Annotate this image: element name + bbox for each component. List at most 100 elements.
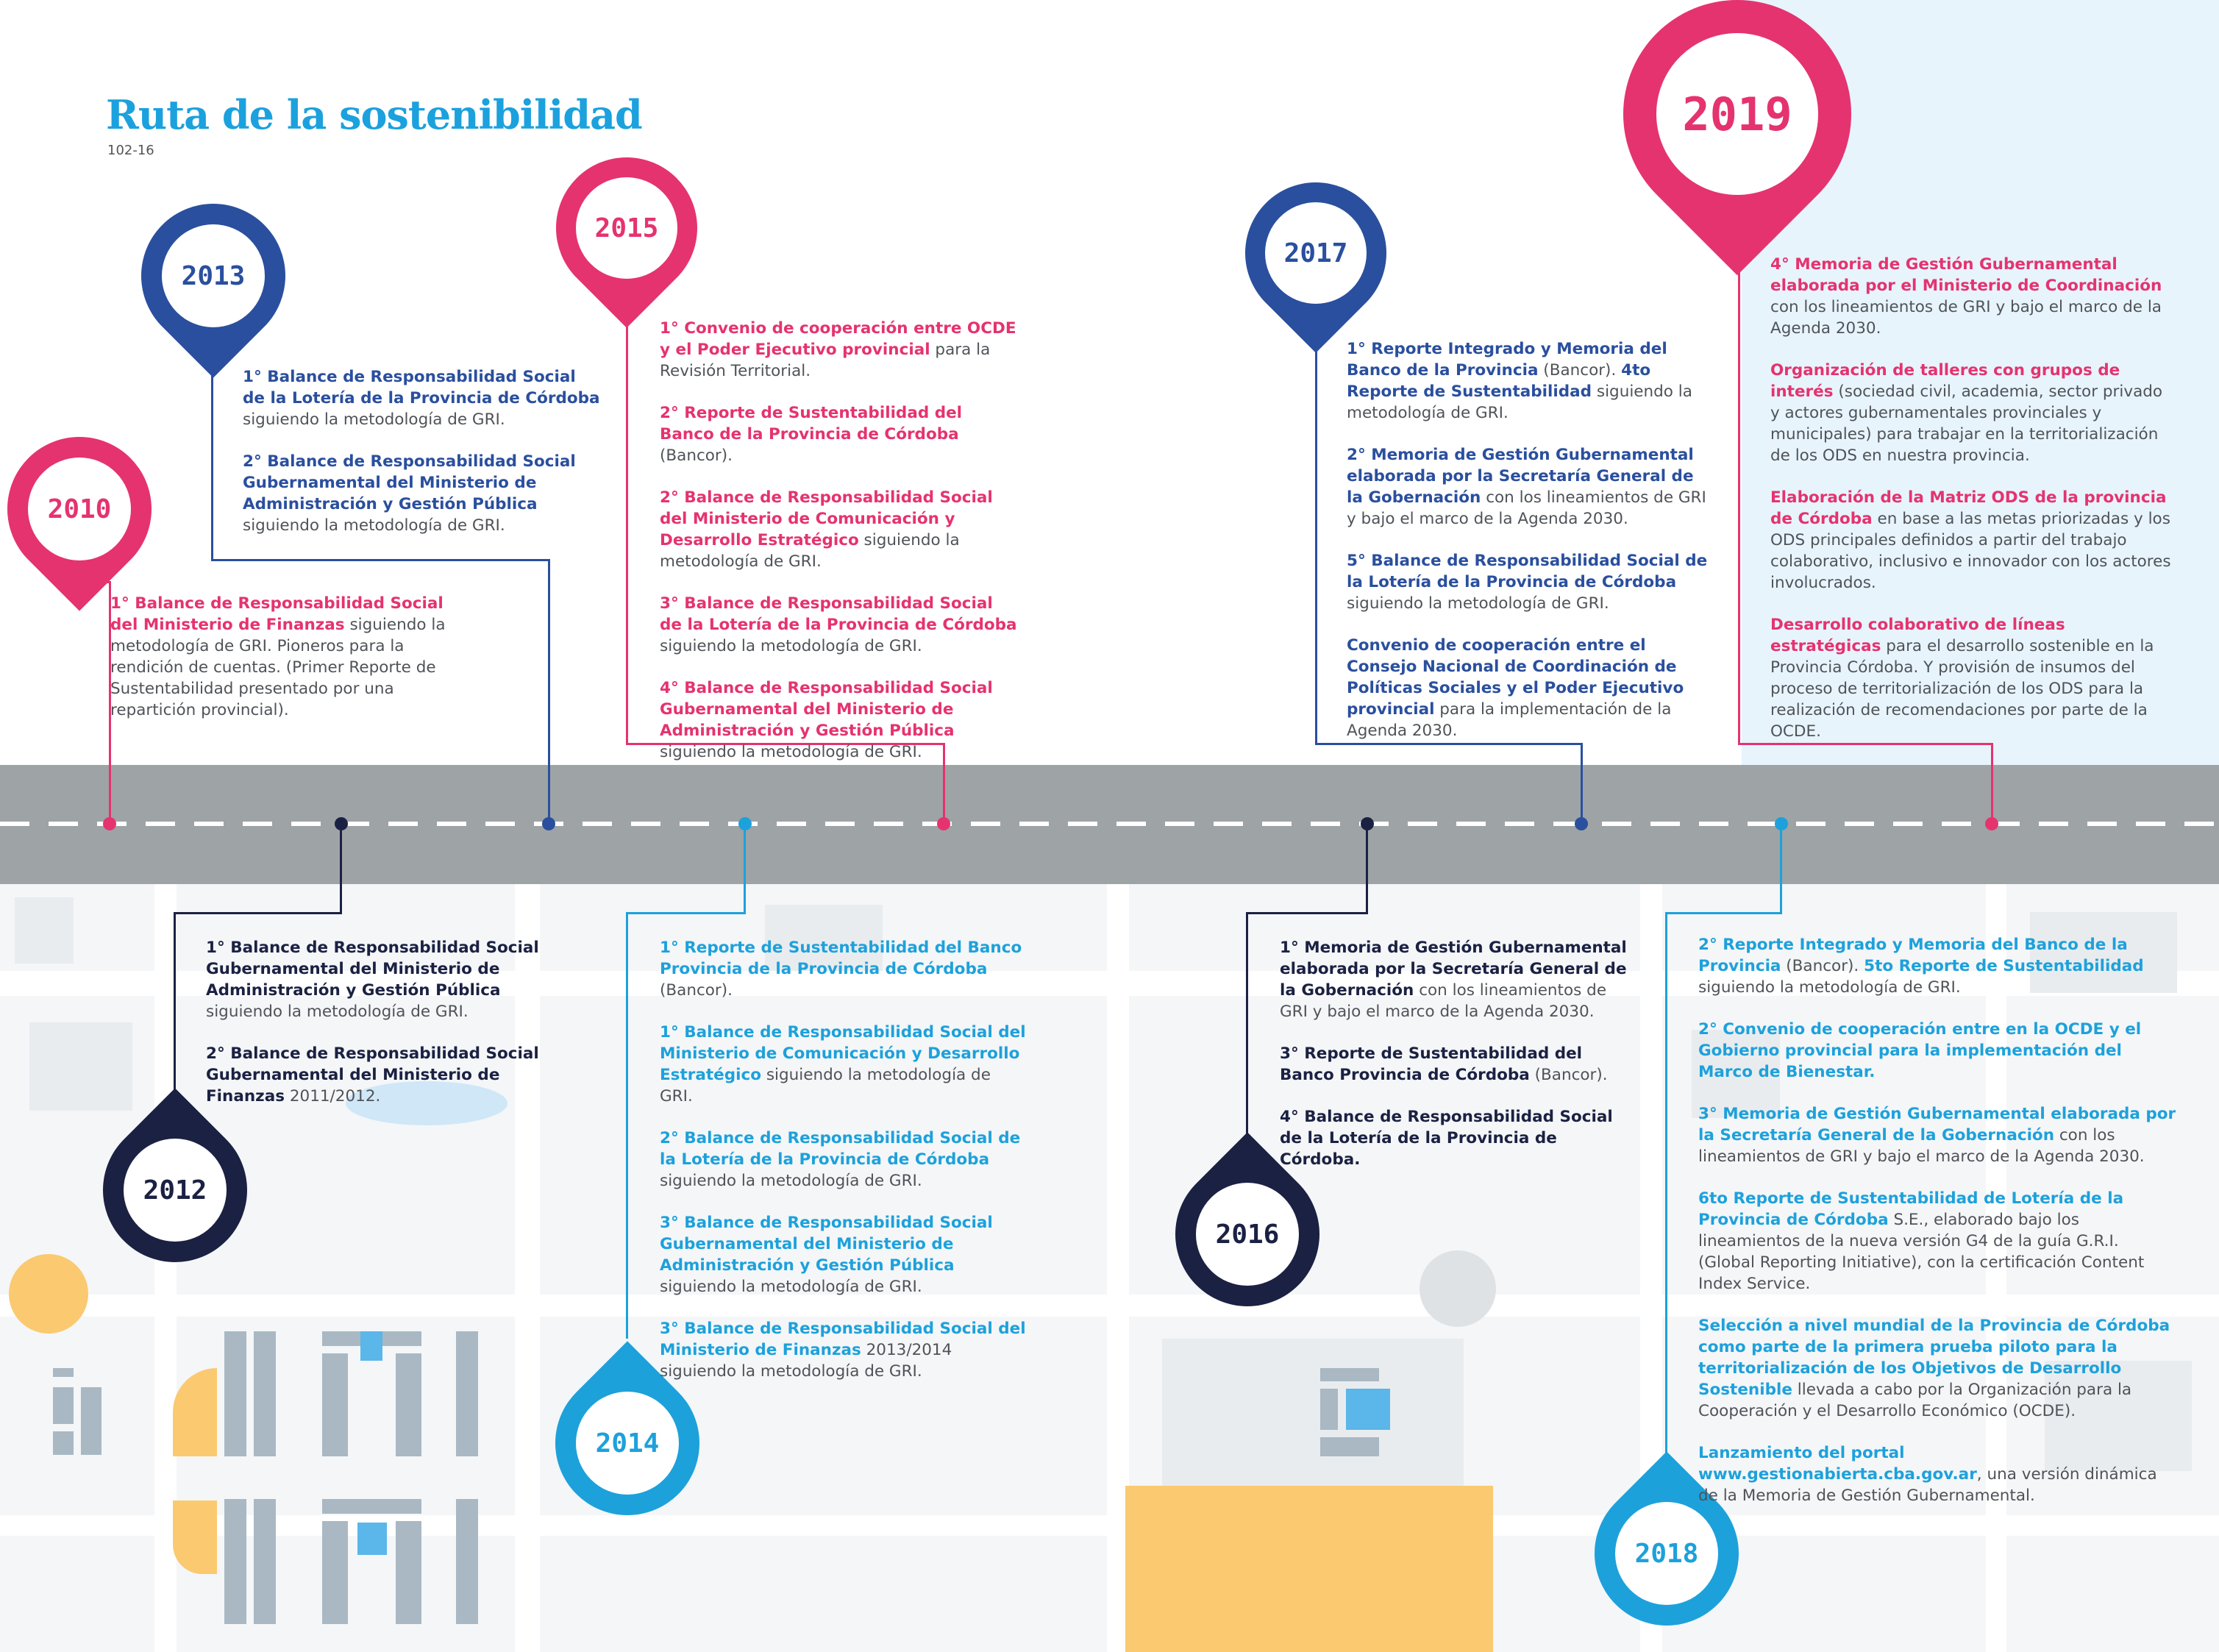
road-center-line [0, 822, 2219, 826]
milestone-highlight: 2° Balance de Responsabilidad Social Gub… [243, 452, 576, 513]
milestone-highlight: 1° Memoria de Gestión Gubernamental elab… [1280, 939, 1627, 1000]
milestone-text: siguiendo la metodología de GRI. Pionero… [110, 616, 446, 719]
milestone-highlight: 4to Reporte de Sustentabilidad [1347, 361, 1651, 401]
year-label: 2012 [143, 1175, 207, 1206]
milestone-item: 4° Memoria de Gestión Gubernamental elab… [1770, 254, 2171, 339]
milestone-item: 1° Convenio de cooperación entre OCDE y … [660, 318, 1020, 382]
milestone-text: 2011/2012. [285, 1087, 381, 1106]
year-label: 2018 [1634, 1538, 1699, 1569]
timeline-dot-2015 [937, 817, 950, 830]
year-pin-2010: 2010 [0, 407, 182, 611]
milestone-text: con los lineamientos de GRI y bajo el ma… [1347, 488, 1706, 528]
milestone-text: (sociedad civil, academia, sector privad… [1770, 382, 2163, 465]
milestone-item: 2° Balance de Responsabilidad Social Gub… [206, 1043, 559, 1107]
timeline-dot-2017 [1575, 817, 1588, 830]
milestone-item: 3° Balance de Responsabilidad Social de … [660, 593, 1020, 657]
milestone-item: 3° Memoria de Gestión Gubernamental elab… [1698, 1103, 2176, 1167]
year-label: 2019 [1682, 87, 1792, 141]
milestone-item: Selección a nivel mundial de la Provinci… [1698, 1315, 2176, 1422]
timeline-dot-2019 [1985, 817, 1998, 830]
milestone-highlight: Elaboración de la Matriz ODS de la provi… [1770, 488, 2167, 528]
milestone-item: 1° Memoria de Gestión Gubernamental elab… [1280, 937, 1633, 1022]
milestone-highlight: 2° Balance de Responsabilidad Social Gub… [206, 1044, 539, 1106]
milestone-item: Elaboración de la Matriz ODS de la provi… [1770, 487, 2171, 594]
milestone-highlight: 2° Balance de Responsabilidad Social de … [660, 1129, 1021, 1169]
milestone-item: Convenio de cooperación entre el Consejo… [1347, 635, 1714, 741]
milestone-text: , una versión dinámica de la Memoria de … [1698, 1465, 2157, 1505]
milestone-item: 1° Reporte Integrado y Memoria del Banco… [1347, 338, 1714, 424]
milestone-item: 2° Balance de Responsabilidad Social de … [660, 1128, 1027, 1192]
milestone-item: 2° Memoria de Gestión Gubernamental elab… [1347, 444, 1714, 530]
year-pin-2013: 2013 [111, 174, 316, 378]
milestone-text: en base a las metas priorizadas y los OD… [1770, 510, 2171, 592]
milestone-highlight: 1° Balance de Responsabilidad Social del… [110, 594, 444, 634]
milestone-item: 2° Convenio de cooperación entre en la O… [1698, 1019, 2176, 1083]
milestone-text: 2013/2014 siguiendo la metodología de GR… [660, 1341, 952, 1381]
milestone-item: 3° Reporte de Sustentabilidad del Banco … [1280, 1043, 1633, 1086]
milestone-item: 3° Balance de Responsabilidad Social Gub… [660, 1212, 1027, 1297]
milestone-highlight: 5to Reporte de Sustentabilidad [1864, 957, 2144, 975]
milestone-item: 2° Balance de Responsabilidad Social del… [660, 487, 1020, 572]
milestone-text: para la Revisión Territorial. [660, 341, 991, 380]
milestone-highlight: 1° Balance de Responsabilidad Social de … [243, 368, 600, 407]
milestone-text: siguiendo la metodología de GRI. [1698, 978, 1961, 997]
milestone-item: 2° Balance de Responsabilidad Social Gub… [243, 451, 603, 536]
milestone-highlight: 6to Reporte de Sustentabilidad de Loterí… [1698, 1189, 2124, 1229]
milestone-text: siguiendo la metodología de GRI. [1347, 382, 1692, 422]
milestones-2018: 2° Reporte Integrado y Memoria del Banco… [1698, 934, 2176, 1527]
milestone-item: 5° Balance de Responsabilidad Social de … [1347, 550, 1714, 614]
milestone-text: (Bancor). [1529, 1066, 1608, 1084]
milestone-text: para la implementación de la Agenda 2030… [1347, 700, 1672, 740]
year-label: 2013 [181, 260, 246, 291]
milestone-highlight: 2° Convenio de cooperación entre en la O… [1698, 1020, 2142, 1081]
milestone-text: siguiendo la metodología de GRI. [1347, 594, 1609, 613]
milestone-text: siguiendo la metodología de GRI. [243, 516, 505, 535]
milestone-item: 6to Reporte de Sustentabilidad de Loterí… [1698, 1188, 2176, 1295]
milestone-item: Lanzamiento del portal www.gestionabiert… [1698, 1442, 2176, 1506]
milestones-2019: 4° Memoria de Gestión Gubernamental elab… [1770, 254, 2171, 763]
milestone-item: 2° Reporte de Sustentabilidad del Banco … [660, 402, 1020, 466]
milestone-item: Organización de talleres con grupos de i… [1770, 360, 2171, 466]
milestone-highlight: 2° Reporte de Sustentabilidad del Banco … [660, 404, 963, 444]
milestone-text: (Bancor). [660, 981, 733, 1000]
page-title: Ruta de la sostenibilidad [106, 91, 643, 138]
milestone-item: 4° Balance de Responsabilidad Social de … [1280, 1106, 1633, 1170]
milestones-2010: 1° Balance de Responsabilidad Social del… [110, 593, 449, 741]
milestones-2013: 1° Balance de Responsabilidad Social de … [243, 366, 603, 557]
milestones-2014: 1° Reporte de Sustentabilidad del Banco … [660, 937, 1027, 1403]
milestone-text: siguiendo la metodología de GRI. [660, 637, 922, 655]
milestone-highlight: Lanzamiento del portal www.gestionabiert… [1698, 1444, 1977, 1484]
milestone-highlight: 4° Balance de Responsabilidad Social de … [1280, 1108, 1613, 1169]
milestone-text: con los lineamientos de GRI y bajo el ma… [1770, 298, 2162, 338]
milestone-highlight: 5° Balance de Responsabilidad Social de … [1347, 552, 1708, 591]
milestone-text: para el desarrollo sostenible en la Prov… [1770, 637, 2154, 741]
milestone-item: 1° Balance de Responsabilidad Social Gub… [206, 937, 559, 1022]
milestone-highlight: 3° Balance de Responsabilidad Social Gub… [660, 1214, 993, 1275]
milestone-text: (Bancor). [1538, 361, 1622, 380]
milestone-text: S.E., elaborado bajo los lineamientos de… [1698, 1211, 2145, 1293]
milestone-highlight: 1° Balance de Responsabilidad Social Gub… [206, 939, 539, 1000]
milestone-highlight: Organización de talleres con grupos de i… [1770, 361, 2120, 401]
milestone-text: siguiendo la metodología de GRI. [660, 1066, 991, 1106]
milestone-text: con los lineamientos de GRI y bajo el ma… [1698, 1126, 2145, 1166]
milestone-text: (Bancor). [1781, 957, 1864, 975]
year-label: 2016 [1215, 1219, 1280, 1250]
city-map-background [0, 883, 2219, 1652]
milestones-2017: 1° Reporte Integrado y Memoria del Banco… [1347, 338, 1714, 762]
milestone-highlight: 2° Balance de Responsabilidad Social del… [660, 488, 993, 549]
milestone-text: (Bancor). [660, 446, 733, 465]
milestone-item: 1° Balance de Responsabilidad Social del… [660, 1022, 1027, 1107]
milestone-text: siguiendo la metodología de GRI. [660, 531, 960, 571]
milestone-highlight: 3° Memoria de Gestión Gubernamental elab… [1698, 1105, 2176, 1144]
milestones-2016: 1° Memoria de Gestión Gubernamental elab… [1280, 937, 1633, 1191]
year-pin-2017: 2017 [1216, 153, 1416, 353]
milestone-highlight: 3° Balance de Responsabilidad Social del… [660, 1320, 1026, 1359]
milestone-item: 3° Balance de Responsabilidad Social del… [660, 1318, 1027, 1382]
milestone-text: siguiendo la metodología de GRI. [660, 1278, 922, 1296]
milestone-highlight: 3° Balance de Responsabilidad Social de … [660, 594, 1017, 634]
milestones-2012: 1° Balance de Responsabilidad Social Gub… [206, 937, 559, 1128]
milestone-item: 1° Balance de Responsabilidad Social del… [110, 593, 449, 721]
gri-code: 102-16 [107, 143, 154, 158]
milestone-text: siguiendo la metodología de GRI. [660, 743, 922, 761]
year-label: 2014 [595, 1428, 660, 1459]
